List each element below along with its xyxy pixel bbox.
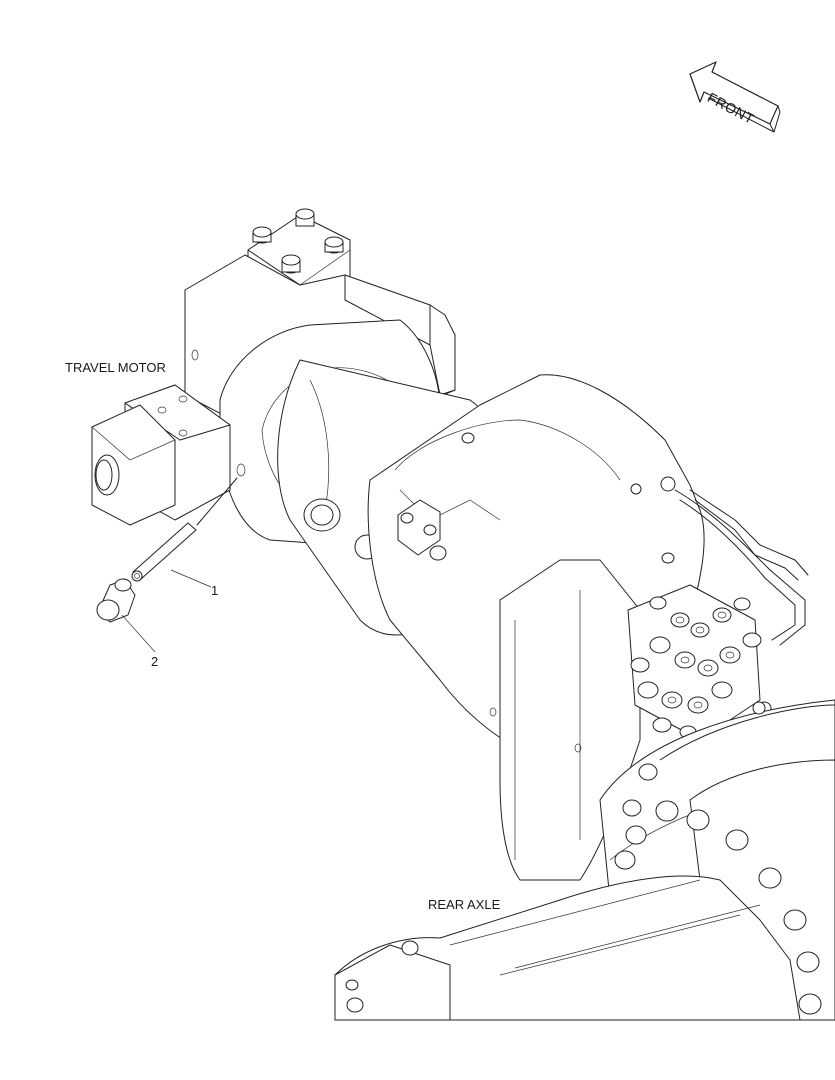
callout-1-label: 1 — [211, 583, 219, 598]
front-direction-arrow-icon — [689, 61, 781, 133]
part-1-pin — [131, 477, 238, 588]
motor-side-block — [91, 384, 231, 526]
hydraulic-lines — [674, 489, 809, 646]
rear-axle-label: REAR AXLE — [428, 897, 501, 912]
control-valve-cluster — [627, 552, 772, 741]
travel-motor-label: TRAVEL MOTOR — [65, 360, 166, 375]
part-2-cap — [96, 578, 156, 653]
rear-axle-housing — [334, 875, 801, 1021]
callout-2-label: 2 — [151, 654, 159, 669]
transmission-housing — [367, 374, 705, 881]
